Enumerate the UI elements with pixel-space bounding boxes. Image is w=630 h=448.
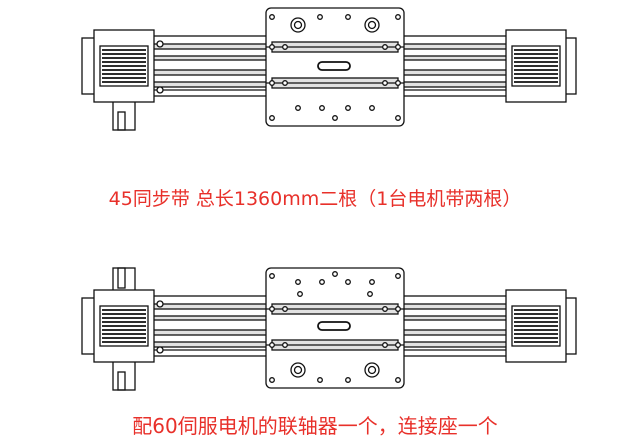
linear-slide-module-top-drawing (81, 7, 577, 131)
left-end-cap (81, 29, 164, 103)
servo-coupling-caption: 配60伺服电机的联轴器一个，连接座一个 (132, 414, 498, 438)
carriage-plate (265, 7, 405, 127)
linear-slide-module-with-servo-mount-drawing (81, 267, 577, 391)
carriage-plate (265, 267, 405, 389)
right-end-cap (505, 289, 577, 363)
right-end-cap (505, 29, 577, 103)
left-end-cap (81, 289, 164, 363)
belt-spec-caption: 45同步带 总长1360mm二根（1台电机带两根） (108, 188, 522, 210)
